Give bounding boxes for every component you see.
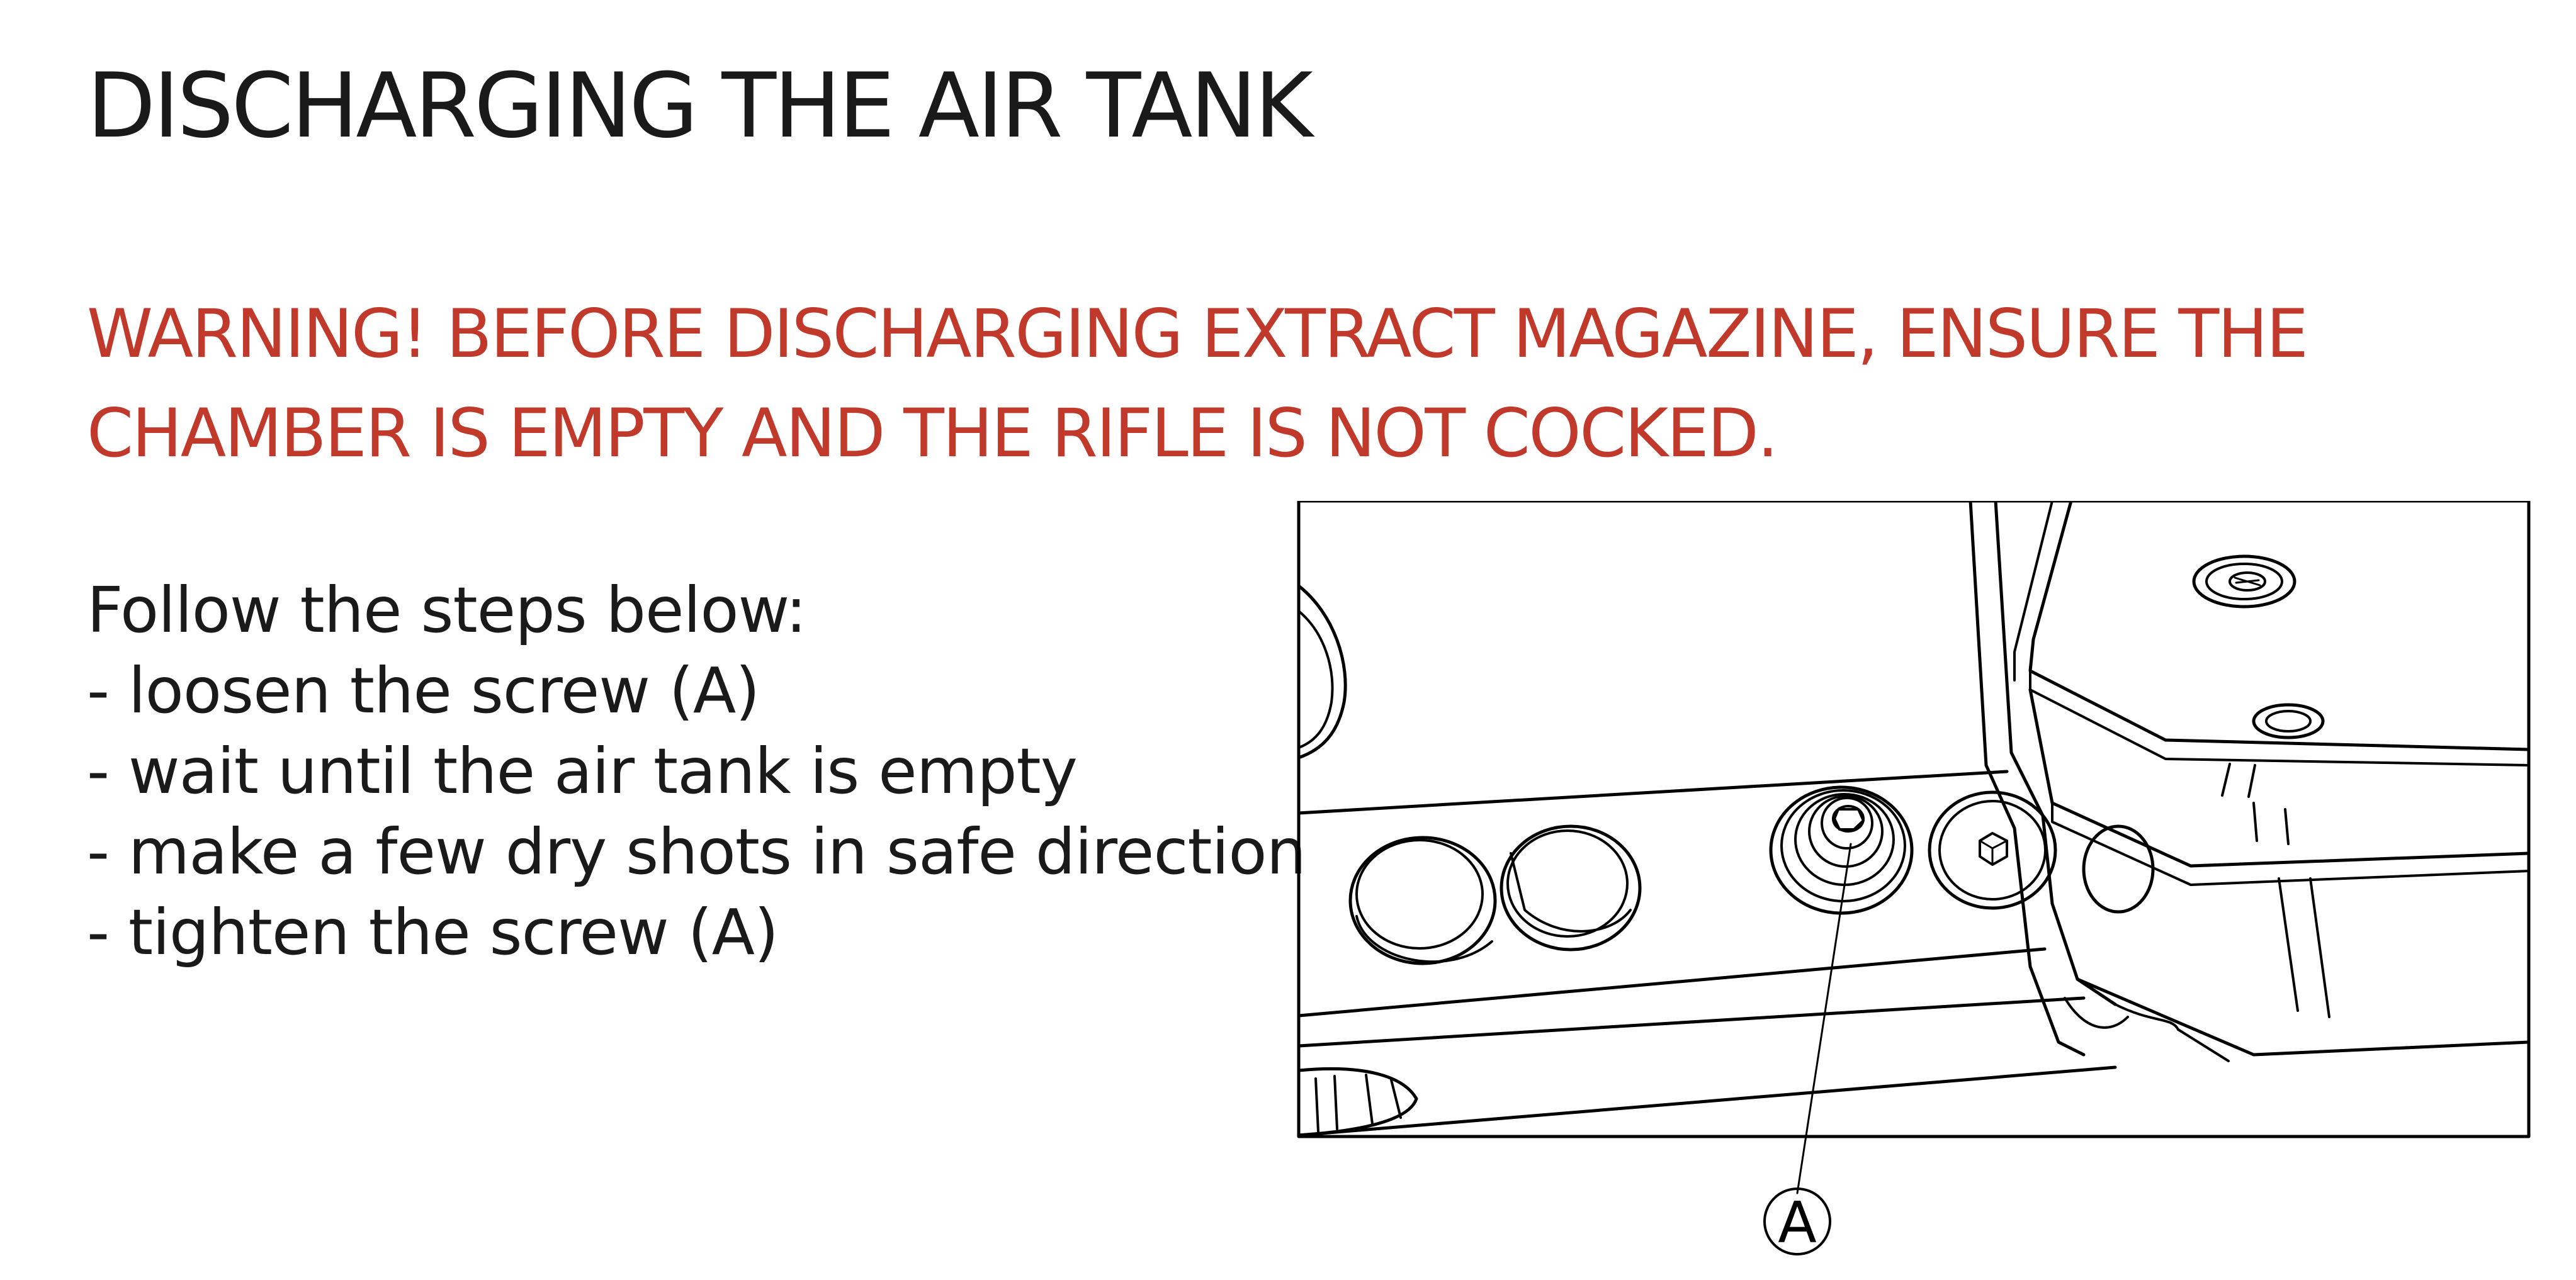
steps-intro: Follow the steps below: [87,573,807,647]
steps-list: Follow the steps below: - loosen the scr… [87,570,1306,973]
right-block-fillet [2114,1003,2179,1031]
left-curved-part-inner [1297,610,1334,749]
warning-line: WARNING! BEFORE DISCHARGING EXTRACT MAGA… [87,295,2308,373]
housing-bottom-step [1297,996,2086,1048]
discharge-screw-a [1769,785,1914,915]
right-block-bottom-edge [2076,977,2531,1057]
right-block-corner [2177,1028,2230,1062]
air-tank-technical-drawing: A [1297,501,2531,1269]
port-plug-1 [1348,836,1497,965]
port-plug-2-inner [1506,829,1629,938]
right-block-mid-chamfer [2051,802,2530,886]
left-curved-part [1297,584,1347,760]
warning-line: CHAMBER IS EMPTY AND THE RIFLE IS NOT CO… [87,395,1778,472]
housing-top-edge [1297,770,2009,815]
right-block-mid-edge [2028,688,2531,868]
pillar-right-edge [1994,501,2117,1006]
top-screw-recess-inner [2205,563,2283,600]
surface-hatch [2278,877,2330,1018]
callout-label: A [1778,1190,1817,1256]
housing-lower-edge [1297,947,2047,1018]
top-screw-thread [2234,576,2261,587]
knurled-nut [1297,1067,1418,1137]
knurl-lines [1314,1074,1402,1133]
surface-hatch [2221,763,2256,798]
port-plug-2-rim [1510,852,1632,933]
callout-circle [1763,1187,1831,1255]
right-block-chamfer [2029,670,2530,766]
right-block-bevel [2013,501,2053,682]
page-title: DISCHARGING THE AIR TANK [87,54,1313,158]
pillar-left-edge [1969,501,2086,1057]
pillar-oval-hole [2082,824,2155,914]
callout-leader-line [1796,843,1852,1194]
surface-hatch [2252,802,2290,845]
housing-base-edge [1297,1065,2117,1137]
step-item: - loosen the screw (A) [87,654,760,727]
port-plug-2 [1500,824,1642,952]
detail-frame [1297,501,2531,1138]
rifle-underside-line-drawing: A [1297,501,2531,1256]
warning-text: WARNING! BEFORE DISCHARGING EXTRACT MAGA… [87,284,2416,483]
port-plug-1-rim [1355,915,1493,963]
step-item: - wait until the air tank is empty [87,734,1078,808]
step-item: - make a few dry shots in safe direction [87,815,1306,889]
top-screw-head [2229,571,2266,592]
hex-socket-screw [1928,790,2057,910]
mid-screw-recess [2252,703,2325,739]
port-plug-1-inner [1355,839,1484,950]
top-screw-recess [2192,554,2296,609]
step-item: - tighten the screw (A) [87,895,779,969]
mid-screw-recess-inner [2265,710,2312,733]
pillar-foot-curve [2064,997,2129,1029]
